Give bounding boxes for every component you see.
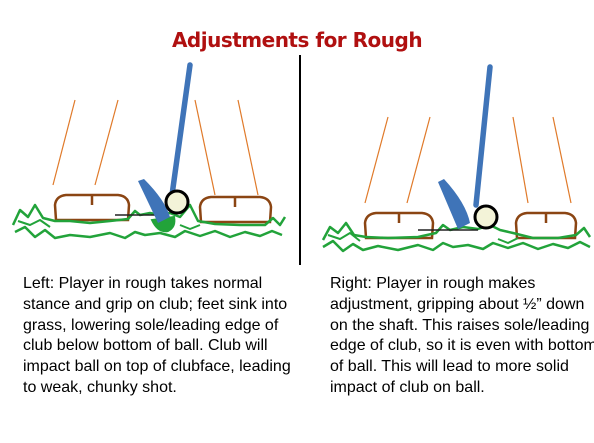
left-caption: Left: Player in rough takes normal stanc… <box>23 275 291 396</box>
right-foot-icon <box>198 195 273 224</box>
club-shaft-icon <box>473 64 493 208</box>
legs-icon <box>364 116 572 204</box>
left-foot-icon <box>53 193 131 222</box>
right-foot-icon <box>514 211 578 240</box>
club-head-icon <box>438 179 470 229</box>
club-head-icon <box>138 179 170 223</box>
club-shaft-icon <box>169 62 193 198</box>
panel-divider <box>299 55 301 265</box>
right-illustration <box>321 64 592 253</box>
golf-ball-icon <box>164 189 190 215</box>
left-foot-icon <box>363 211 435 240</box>
diagram-title: Adjustments for Rough <box>171 28 423 52</box>
golf-ball-icon <box>473 204 499 230</box>
legs-icon <box>52 99 259 196</box>
right-caption: Right: Player in rough makes adjustment,… <box>330 275 594 396</box>
left-illustration <box>11 62 287 240</box>
grass-icon <box>11 203 287 240</box>
